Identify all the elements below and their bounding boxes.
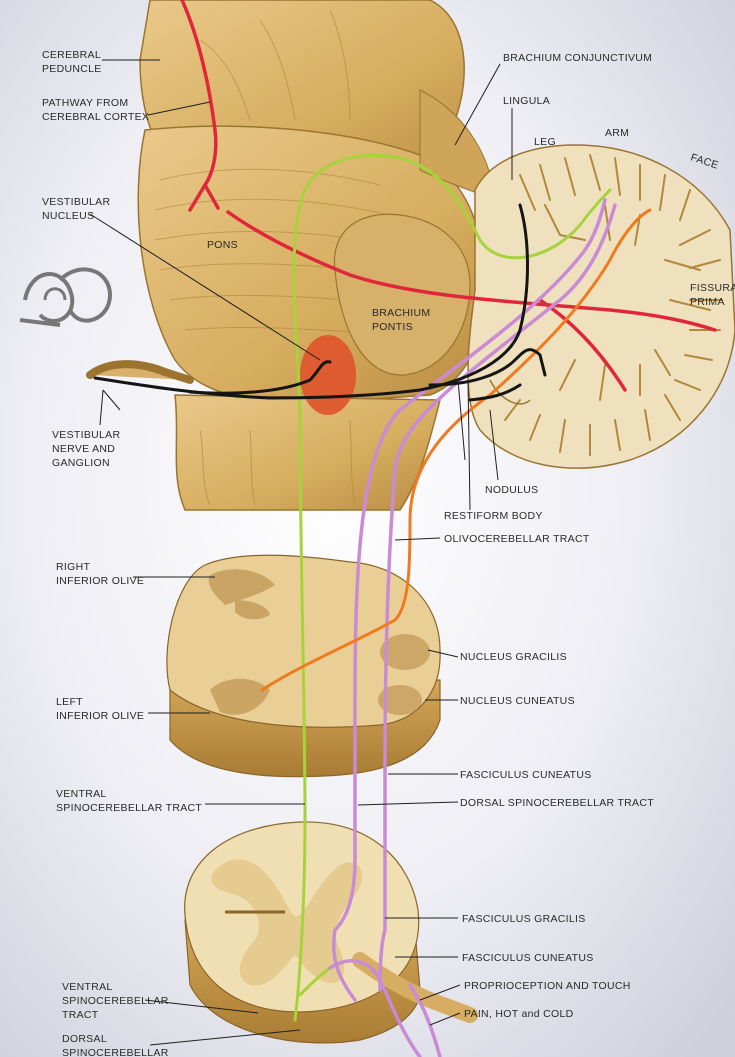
label-right-olive-line1: RIGHT — [56, 561, 90, 573]
label-proprioception-touch: PROPRIOCEPTION AND TOUCH — [464, 980, 631, 992]
label-fissura-line1: FISSURA — [690, 282, 735, 294]
label-lingula: LINGULA — [503, 95, 550, 107]
label-ventral-spino-lower-line3: TRACT — [62, 1009, 99, 1021]
label-vestibular-nerve-line3: GANGLION — [52, 457, 110, 469]
label-dorsal-spino-lower-line2: SPINOCEREBELLAR — [62, 1047, 169, 1057]
label-leg: LEG — [534, 136, 556, 148]
label-fissura-line2: PRIMA — [690, 296, 725, 308]
label-left-olive-line2: INFERIOR OLIVE — [56, 710, 144, 722]
label-cerebral-peduncle-line1: CEREBRAL — [42, 49, 101, 61]
label-vestibular-nerve-line1: VESTIBULAR — [52, 429, 120, 441]
label-right-olive-line2: INFERIOR OLIVE — [56, 575, 144, 587]
label-brachium-pontis-line2: PONTIS — [372, 321, 413, 333]
label-fasciculus-cuneatus-upper: FASCICULUS CUNEATUS — [460, 769, 592, 781]
label-restiform-body: RESTIFORM BODY — [444, 510, 543, 522]
vestibular-nucleus — [300, 335, 356, 415]
label-brachium-conjunctivum: BRACHIUM CONJUNCTIVUM — [503, 52, 652, 64]
label-ventral-spino-lower-line2: SPINOCEREBELLAR — [62, 995, 169, 1007]
label-fasciculus-cuneatus-lower: FASCICULUS CUNEATUS — [462, 952, 594, 964]
label-dorsal-spinocerebellar-upper: DORSAL SPINOCEREBELLAR TRACT — [460, 797, 654, 809]
label-pain-hot-cold: PAIN, HOT and COLD — [464, 1008, 574, 1020]
label-pathway-line2: CEREBRAL CORTEX — [42, 111, 149, 123]
label-nucleus-cuneatus: NUCLEUS CUNEATUS — [460, 695, 575, 707]
label-pathway-line1: PATHWAY FROM — [42, 97, 128, 109]
label-vestibular-nucleus-line2: NUCLEUS — [42, 210, 94, 222]
label-fasciculus-gracilis: FASCICULUS GRACILIS — [462, 913, 586, 925]
label-nucleus-gracilis: NUCLEUS GRACILIS — [460, 651, 567, 663]
label-nodulus: NODULUS — [485, 484, 538, 496]
label-olivocerebellar-tract: OLIVOCEREBELLAR TRACT — [444, 533, 590, 545]
label-vestibular-nerve-line2: NERVE AND — [52, 443, 115, 455]
label-ventral-spino-lower-line1: VENTRAL — [62, 981, 112, 993]
label-pons: PONS — [207, 239, 238, 251]
label-vestibular-nucleus-line1: VESTIBULAR — [42, 196, 110, 208]
label-dorsal-spino-lower-line1: DORSAL — [62, 1033, 107, 1045]
label-arm: ARM — [605, 127, 629, 139]
label-brachium-pontis-line1: BRACHIUM — [372, 307, 430, 319]
label-ventral-spino-upper-line2: SPINOCEREBELLAR TRACT — [56, 802, 202, 814]
label-ventral-spino-upper-line1: VENTRAL — [56, 788, 106, 800]
label-left-olive-line1: LEFT — [56, 696, 83, 708]
label-cerebral-peduncle-line2: PEDUNCLE — [42, 63, 102, 75]
